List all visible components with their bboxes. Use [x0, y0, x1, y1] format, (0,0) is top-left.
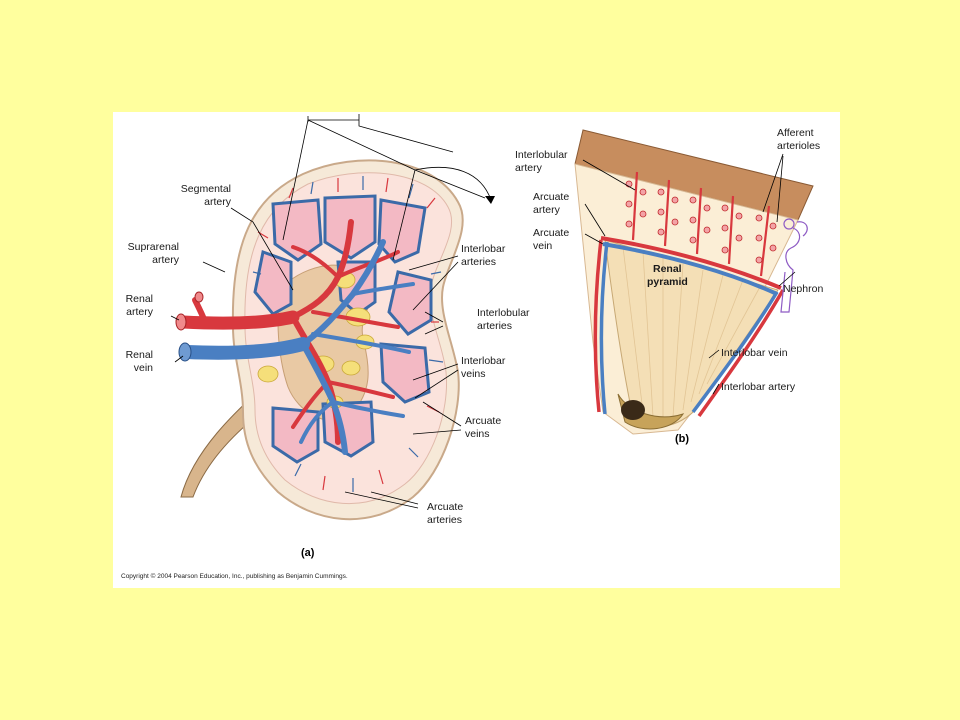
interlobar-artery-right [697, 289, 785, 418]
arterial-tree [176, 219, 400, 445]
suprarenal-artery-opening [194, 291, 204, 303]
label-renal-artery-1: Renal [126, 293, 153, 305]
label-arcuate-artery-1: Arcuate [533, 191, 569, 203]
arcuate-artery-b [600, 236, 782, 290]
label-interlobular-arteries-1: Interlobular [477, 307, 530, 319]
label-interlobar-arteries-2: arteries [461, 256, 496, 268]
label-segmental-1: Segmental [181, 183, 231, 195]
kidney-diagram: Segmental artery Suprarenal artery Renal… [121, 114, 823, 580]
callout-arrow-head [485, 196, 495, 204]
label-renal-pyramid-2: pyramid [647, 276, 688, 288]
label-interlobar-artery: Interlobar artery [721, 381, 796, 393]
leader-lines [170, 116, 796, 509]
label-renal-pyramid-1: Renal [653, 263, 682, 275]
callout-bracket [358, 114, 454, 153]
label-arcuate-arteries-2: arteries [427, 514, 462, 526]
label-interlobar-veins-2: veins [461, 368, 486, 380]
label-interlobular-arteries-2: arteries [477, 320, 512, 332]
label-afferent-2: arterioles [777, 140, 820, 152]
venous-tree [180, 239, 415, 455]
afferent-arterioles-b [625, 180, 777, 264]
label-interlobular-artery-2: artery [515, 162, 543, 174]
panel-a-label: (a) [301, 547, 315, 559]
label-arcuate-arteries-1: Arcuate [427, 501, 463, 513]
label-arcuate-vein-2: vein [533, 240, 552, 252]
kidney-section-a [175, 159, 464, 521]
pyramid-striations [622, 246, 762, 420]
renal-artery-opening [175, 313, 187, 331]
label-suprarenal-2: artery [152, 254, 180, 266]
label-arcuate-vein-1: Arcuate [533, 227, 569, 239]
arcuate-vein-b [602, 242, 778, 296]
pyramid-section-b [574, 129, 814, 435]
label-afferent-1: Afferent [777, 127, 814, 139]
label-nephron: Nephron [783, 283, 823, 295]
label-interlobar-veins-1: Interlobar [461, 355, 506, 367]
label-arcuate-artery-2: artery [533, 204, 561, 216]
label-arcuate-veins-1: Arcuate [465, 415, 501, 427]
nephron-b [780, 218, 808, 313]
label-renal-vein-2: vein [134, 362, 153, 374]
label-segmental-2: artery [204, 196, 232, 208]
label-renal-artery-2: artery [126, 306, 154, 318]
label-arcuate-veins-2: veins [465, 428, 490, 440]
interlobar-vein-right [691, 291, 779, 414]
panel-b-label: (b) [675, 433, 689, 445]
renal-vein-opening [178, 342, 192, 362]
copyright-notice: Copyright © 2004 Pearson Education, Inc.… [121, 572, 348, 580]
interlobar-artery-left [593, 239, 603, 413]
label-interlobar-arteries-1: Interlobar [461, 243, 506, 255]
kidney-blood-supply-figure: Segmental artery Suprarenal artery Renal… [113, 112, 840, 588]
labels-a: Segmental artery Suprarenal artery Renal… [126, 183, 530, 559]
interlobar-vein-left [599, 241, 609, 415]
label-renal-vein-1: Renal [126, 349, 153, 361]
calyx-opening [621, 400, 645, 420]
interlobular-arteries-b [631, 171, 771, 277]
label-suprarenal-1: Suprarenal [128, 241, 179, 253]
label-interlobular-artery-1: Interlobular [515, 149, 568, 161]
label-interlobar-vein: Interlobar vein [721, 347, 788, 359]
labels-b: Interlobular artery Arcuate artery Arcua… [515, 127, 823, 445]
